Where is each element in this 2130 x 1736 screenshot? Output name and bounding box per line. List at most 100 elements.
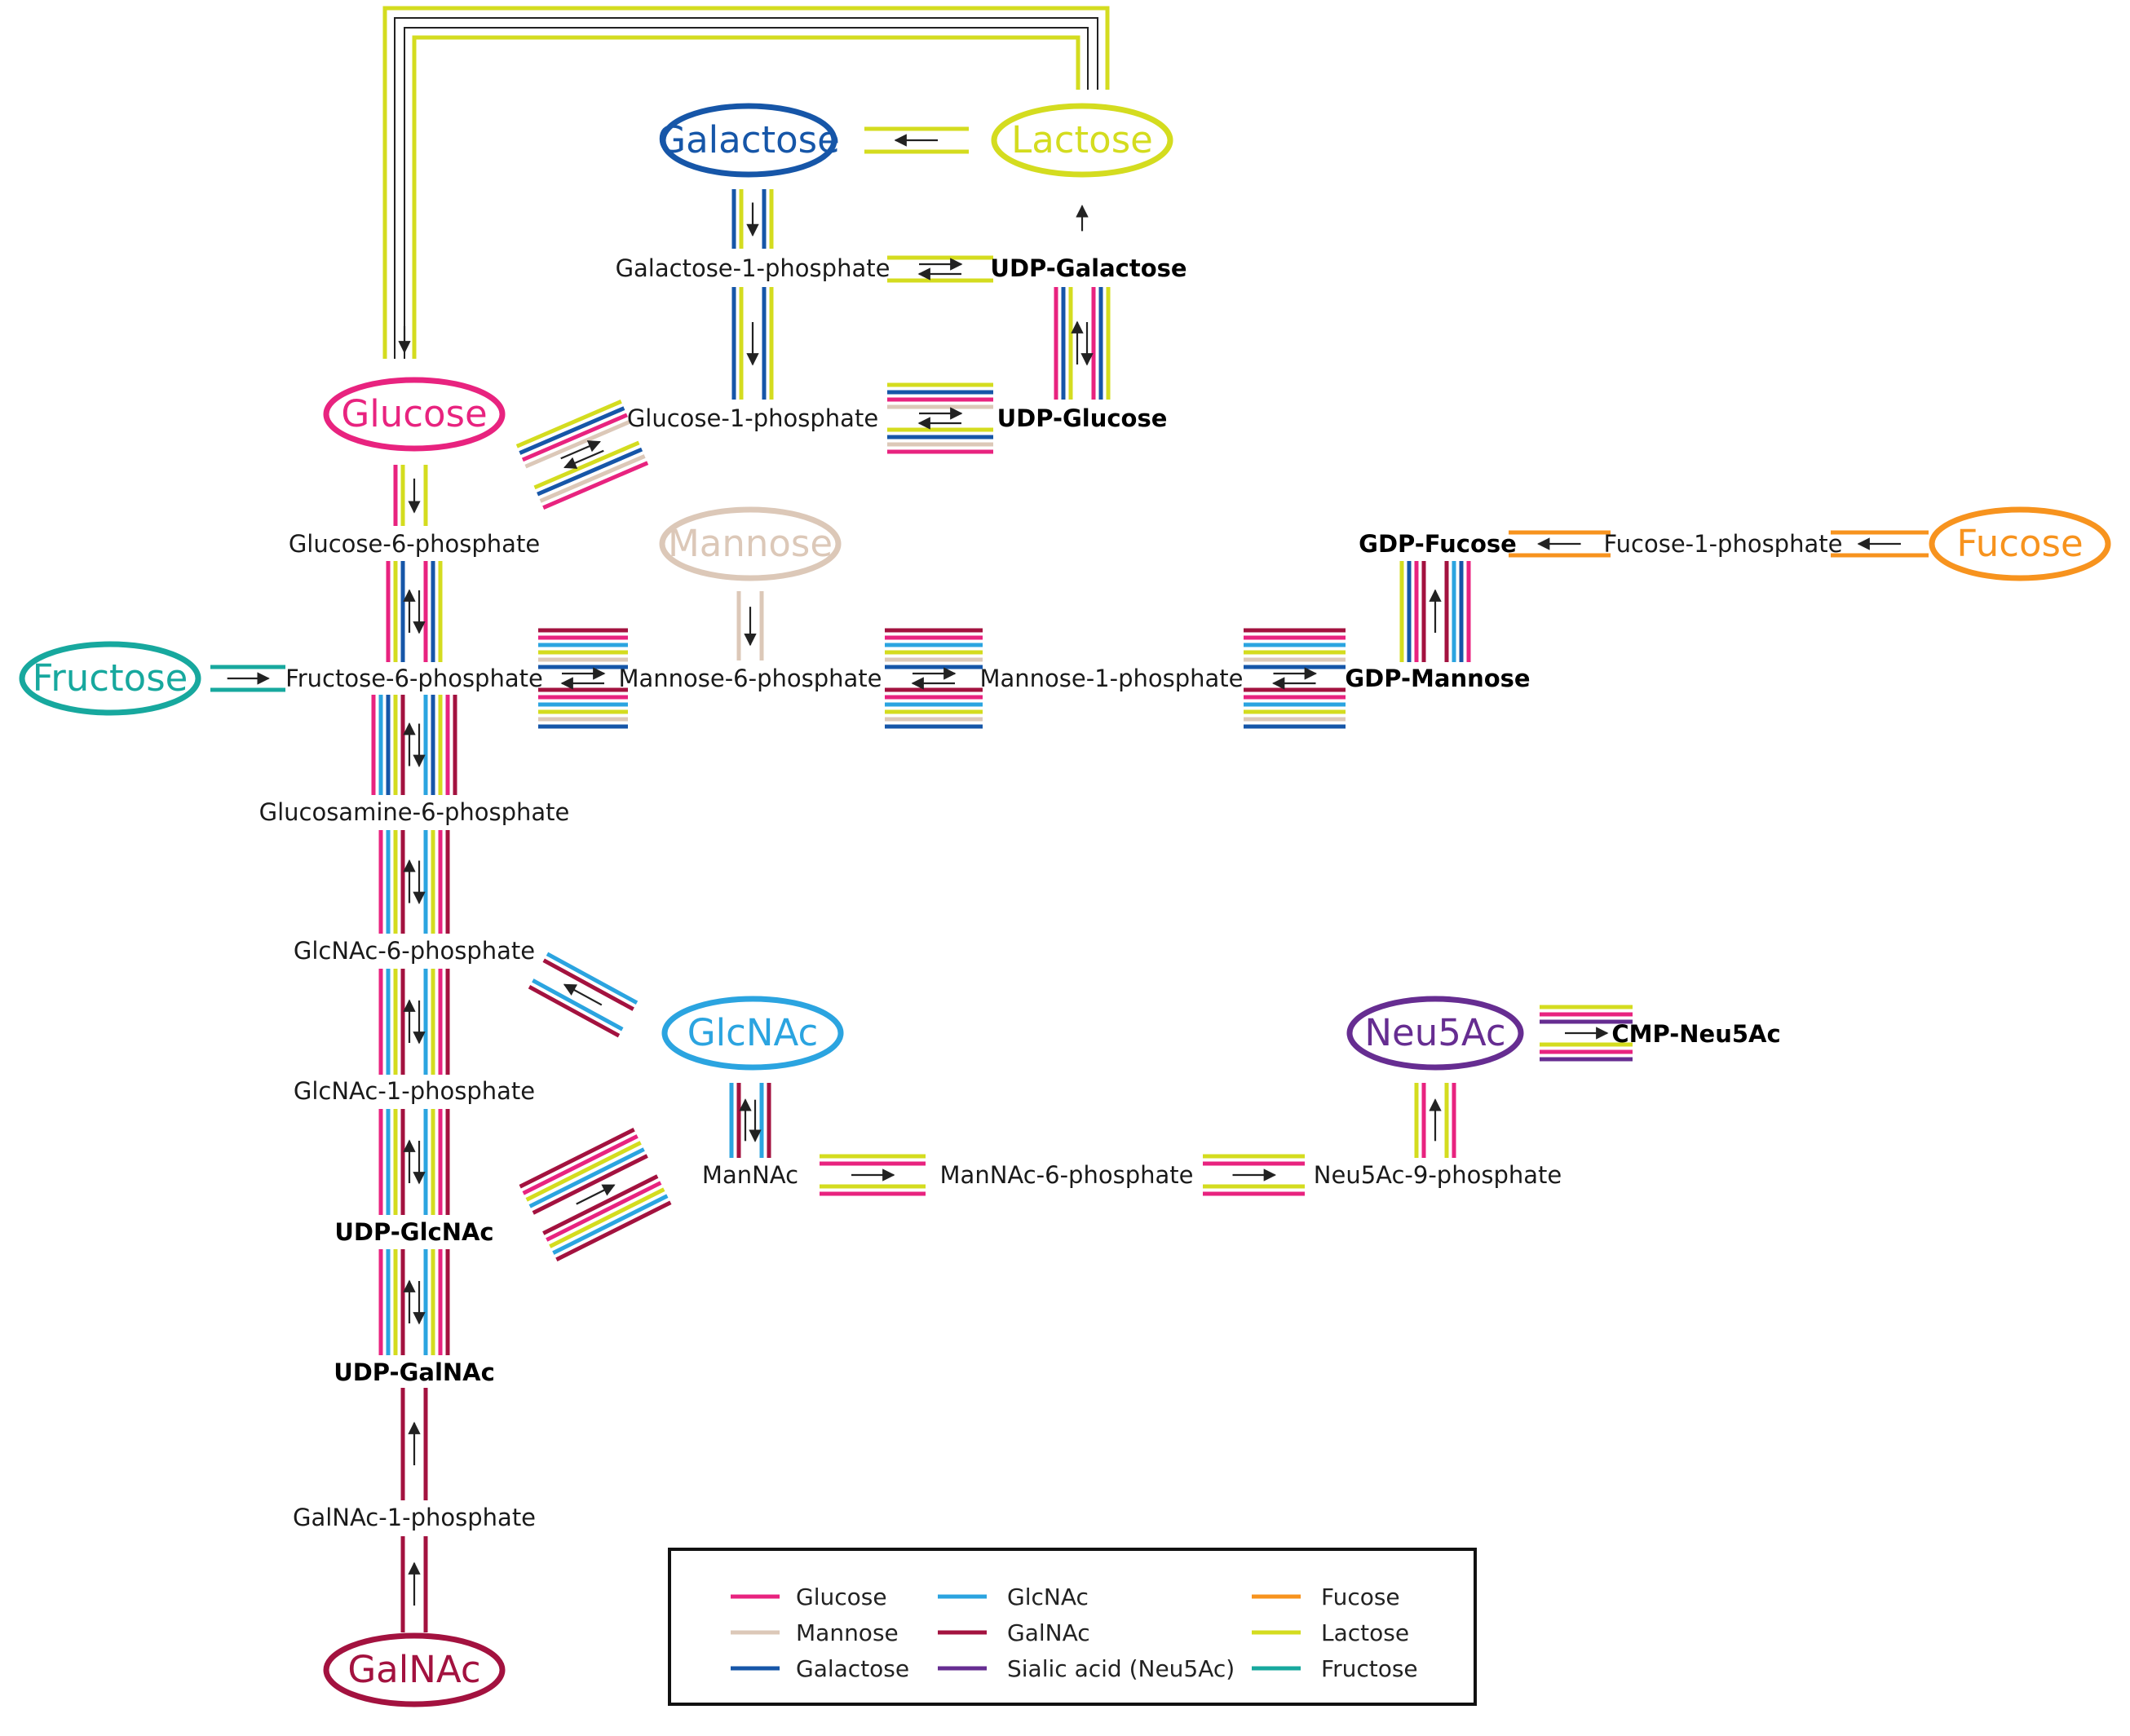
- met-glcnac-6-phosphate[interactable]: GlcNAc-6-phosphate: [294, 937, 535, 965]
- conn-glcnac-mannac: [729, 1083, 771, 1158]
- legend-item-galactose: Galactose: [731, 1655, 909, 1682]
- node-glucose[interactable]: Glucose: [323, 377, 506, 452]
- svg-text:GlcNAc: GlcNAc: [1007, 1584, 1089, 1610]
- node-fucose[interactable]: Fucose: [1929, 506, 2111, 581]
- conn-g6p-g1p-line-mannose: [524, 419, 631, 469]
- conn-glc1p-udpglc: [887, 382, 993, 454]
- node-fructose-ellipse: [19, 641, 201, 716]
- met-fucose-1-phosphate[interactable]: Fucose-1-phosphate: [1604, 530, 1843, 558]
- met-cmp-neu5ac[interactable]: CMP-Neu5Ac: [1611, 1020, 1780, 1048]
- met-udp-glcnac[interactable]: UDP-GlcNAc: [334, 1218, 493, 1246]
- conn-glucose-g6p: [393, 465, 428, 526]
- svg-text:Fucose: Fucose: [1321, 1584, 1400, 1610]
- conn-mannac6p-neu5ac9p: [1203, 1154, 1305, 1196]
- conn-udpgal-udpglc: [1054, 287, 1111, 400]
- conn-g6p-g1p-line-glucose: [521, 413, 628, 462]
- conn-g6p-g1p-line-lactose: [533, 440, 640, 490]
- met-udp-glucose[interactable]: UDP-Glucose: [997, 404, 1168, 432]
- conn-udpglcnac-mannac-arrow-0: [576, 1184, 616, 1205]
- conn-udpglcnac-mannac-line-lactose: [549, 1187, 665, 1248]
- conn-udpglcnac-udpgalnac: [378, 1249, 450, 1355]
- conn-mannose-man6p: [736, 591, 764, 660]
- legend-item-neu5ac: Sialic acid (Neu5Ac): [938, 1655, 1235, 1682]
- conn-mannac-mannac6p: [820, 1154, 926, 1196]
- conn-glcnac-glcnac6p: [528, 952, 639, 1038]
- legend-item-glucose: Glucose: [731, 1584, 887, 1610]
- metabolite-labels: Galactose-1-phosphate UDP-Galactose Gluc…: [259, 254, 1843, 1531]
- met-udp-galnac[interactable]: UDP-GalNAc: [334, 1358, 495, 1386]
- legend-item-fructose: Fructose: [1252, 1655, 1418, 1682]
- conn-galnac-galnac1p: [400, 1536, 428, 1632]
- conn-glcnac-glcnac6p-arrow-0: [563, 983, 603, 1006]
- conn-glcnac1p-udpglcnac: [378, 1109, 450, 1215]
- met-fructose-6-phosphate[interactable]: Fructose-6-phosphate: [285, 665, 543, 692]
- conn-fructose-f6p: [210, 665, 285, 692]
- node-neu5ac-label: Neu5Ac: [1364, 1011, 1505, 1054]
- legend: Glucose Mannose Galactose GlcNAc GalNAc …: [668, 1548, 1477, 1706]
- conn-fuc1p-gdpfuc: [1509, 530, 1611, 558]
- legend-box: [668, 1548, 1477, 1706]
- met-mannac-6-phosphate[interactable]: ManNAc-6-phosphate: [940, 1161, 1194, 1189]
- met-mannose-6-phosphate[interactable]: Mannose-6-phosphate: [618, 665, 882, 692]
- conn-g6p-g1p-line-lactose: [515, 400, 622, 448]
- node-mannose-label: Mannose: [668, 522, 833, 565]
- reaction-arrows: [227, 134, 1901, 1606]
- conn-neu5ac9p-neu5ac: [1414, 1083, 1456, 1158]
- conn-udpglcnac-mannac-line-galnac: [542, 1174, 659, 1235]
- node-galactose-ellipse: [660, 103, 837, 178]
- node-galactose[interactable]: Galactose: [657, 103, 840, 178]
- conn-g6p-g1p-line-galactose: [537, 447, 643, 497]
- node-neu5ac-ellipse: [1346, 996, 1524, 1071]
- node-fructose[interactable]: Fructose: [19, 641, 201, 716]
- met-galactose-1-phosphate[interactable]: Galactose-1-phosphate: [616, 254, 890, 282]
- svg-text:Mannose: Mannose: [796, 1619, 899, 1646]
- node-glcnac[interactable]: GlcNAc: [661, 996, 844, 1071]
- loop-line: [394, 17, 1098, 359]
- conn-glcnac-glcnac6p-line-glcnac: [532, 978, 624, 1031]
- conn-lactose-glucose-loop: [382, 6, 1110, 359]
- conn-glcnac-glcnac6p-line-galnac: [528, 984, 621, 1038]
- node-neu5ac[interactable]: Neu5Ac: [1346, 996, 1524, 1071]
- loop-line: [382, 6, 1110, 359]
- conn-gln6p-glcnac6p: [378, 830, 450, 934]
- loop-line: [404, 27, 1089, 359]
- met-neu5ac-9-phosphate[interactable]: Neu5Ac-9-phosphate: [1314, 1161, 1562, 1189]
- met-glucosamine-6-phosphate[interactable]: Glucosamine-6-phosphate: [259, 798, 570, 826]
- legend-item-glcnac: GlcNAc: [938, 1584, 1089, 1610]
- svg-text:Glucose: Glucose: [796, 1584, 887, 1610]
- node-glucose-label: Glucose: [341, 392, 487, 435]
- met-mannac[interactable]: ManNAc: [702, 1161, 798, 1189]
- conn-udpglcnac-mannac: [519, 1128, 672, 1261]
- conn-g6p-g1p: [515, 400, 649, 510]
- node-galactose-label: Galactose: [657, 118, 840, 161]
- conn-galactose-gal1p: [731, 189, 774, 249]
- conn-udpglcnac-mannac-line-glcnac: [552, 1194, 669, 1255]
- met-glucose-1-phosphate[interactable]: Glucose-1-phosphate: [627, 404, 878, 432]
- conn-udpglcnac-mannac-line-galnac: [555, 1200, 672, 1261]
- node-galnac[interactable]: GalNAc: [323, 1632, 506, 1707]
- legend-item-mannose: Mannose: [731, 1619, 899, 1646]
- node-mannose-ellipse: [659, 506, 842, 581]
- met-glcnac-1-phosphate[interactable]: GlcNAc-1-phosphate: [294, 1077, 535, 1105]
- met-gdp-mannose[interactable]: GDP-Mannose: [1345, 665, 1530, 692]
- node-mannose[interactable]: Mannose: [659, 506, 842, 581]
- conn-gdpman-gdpfuc: [1399, 561, 1471, 662]
- conn-glcnac-glcnac6p-line-galnac: [542, 958, 634, 1011]
- legend-item-lactose: Lactose: [1252, 1619, 1409, 1646]
- met-galnac-1-phosphate[interactable]: GalNAc-1-phosphate: [293, 1504, 536, 1531]
- svg-text:Galactose: Galactose: [796, 1655, 909, 1682]
- node-glcnac-ellipse: [661, 996, 844, 1071]
- node-fucose-ellipse: [1929, 506, 2111, 581]
- met-udp-galactose[interactable]: UDP-Galactose: [990, 254, 1187, 282]
- met-glucose-6-phosphate[interactable]: Glucose-6-phosphate: [289, 530, 540, 558]
- conn-udpglcnac-mannac-line-glucose: [522, 1134, 639, 1195]
- conn-f6p-man6p: [538, 628, 628, 729]
- conn-glcnac6p-glcnac1p: [378, 969, 450, 1075]
- conn-g6p-g1p-line-galactose: [519, 406, 625, 455]
- node-lactose[interactable]: Lactose: [991, 103, 1173, 178]
- conn-g6p-g1p-line-glucose: [542, 461, 649, 510]
- met-mannose-1-phosphate[interactable]: Mannose-1-phosphate: [979, 665, 1243, 692]
- conn-man1p-gdpman: [1244, 628, 1346, 729]
- met-gdp-fucose[interactable]: GDP-Fucose: [1359, 530, 1517, 558]
